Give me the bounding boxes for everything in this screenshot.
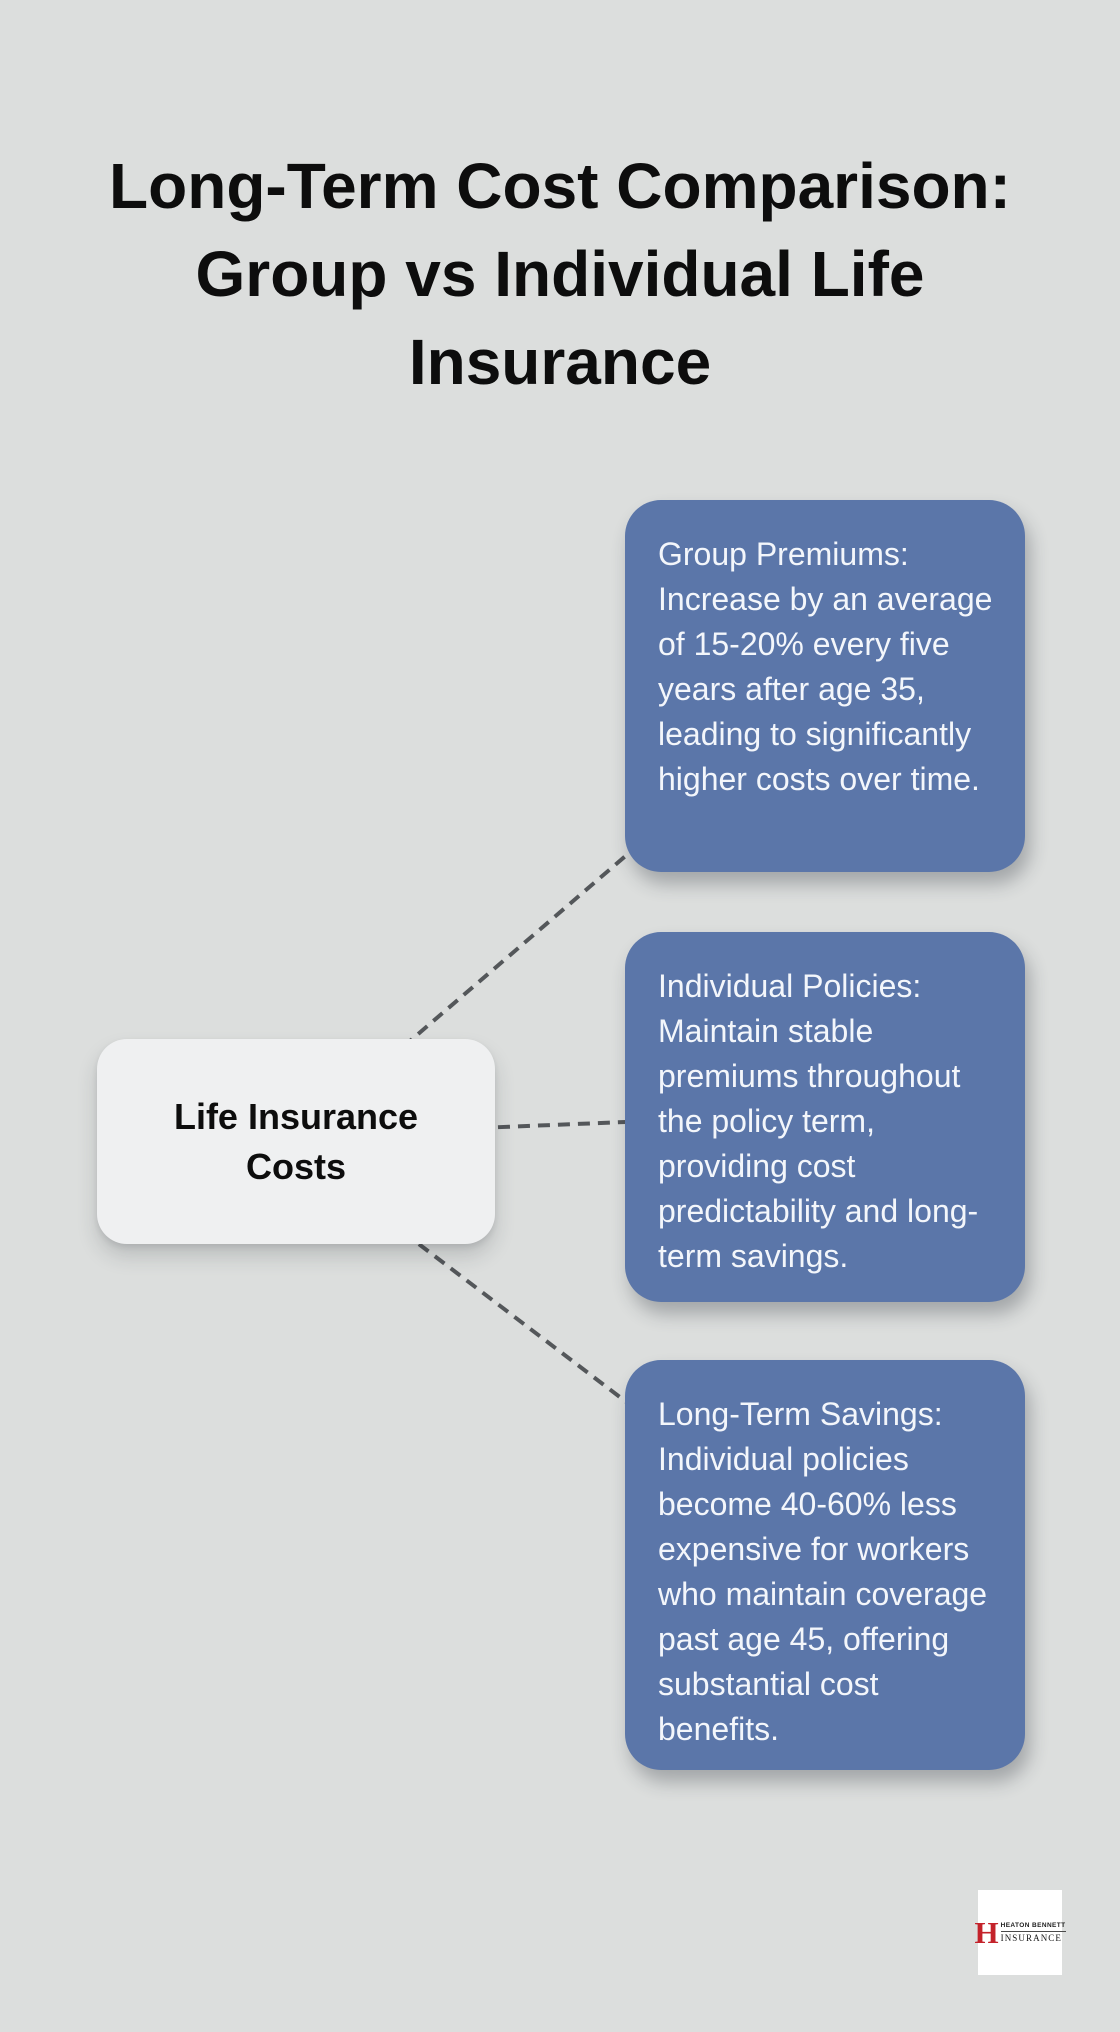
page-title: Long-Term Cost Comparison: Group vs Indi… (109, 149, 1011, 398)
info-card-long-term-savings: Long-Term Savings: Individual policies b… (625, 1360, 1025, 1770)
brand-logo-row: H HEATON BENNETT INSURANCE (974, 1915, 1066, 1950)
card-text: Group Premiums: Increase by an average o… (658, 536, 993, 797)
center-node-life-insurance-costs: Life Insurance Costs (97, 1039, 495, 1244)
logo-text-block: HEATON BENNETT INSURANCE (1000, 1922, 1066, 1943)
connector-line-middle (477, 1119, 651, 1130)
logo-h-monogram: H (974, 1915, 999, 1950)
card-text: Long-Term Savings: Individual policies b… (658, 1396, 988, 1747)
logo-company-type: INSURANCE (1000, 1932, 1062, 1943)
connector-line-bottom (401, 1230, 652, 1422)
connector-line-top (401, 833, 652, 1049)
logo-company-name: HEATON BENNETT (1000, 1922, 1066, 1932)
info-card-individual-policies: Individual Policies: Maintain stable pre… (625, 932, 1025, 1302)
card-text: Individual Policies: Maintain stable pre… (658, 968, 979, 1274)
info-card-group-premiums: Group Premiums: Increase by an average o… (625, 500, 1025, 872)
center-node-label: Life Insurance Costs (173, 1095, 419, 1187)
brand-logo: H HEATON BENNETT INSURANCE (974, 1890, 1066, 1975)
